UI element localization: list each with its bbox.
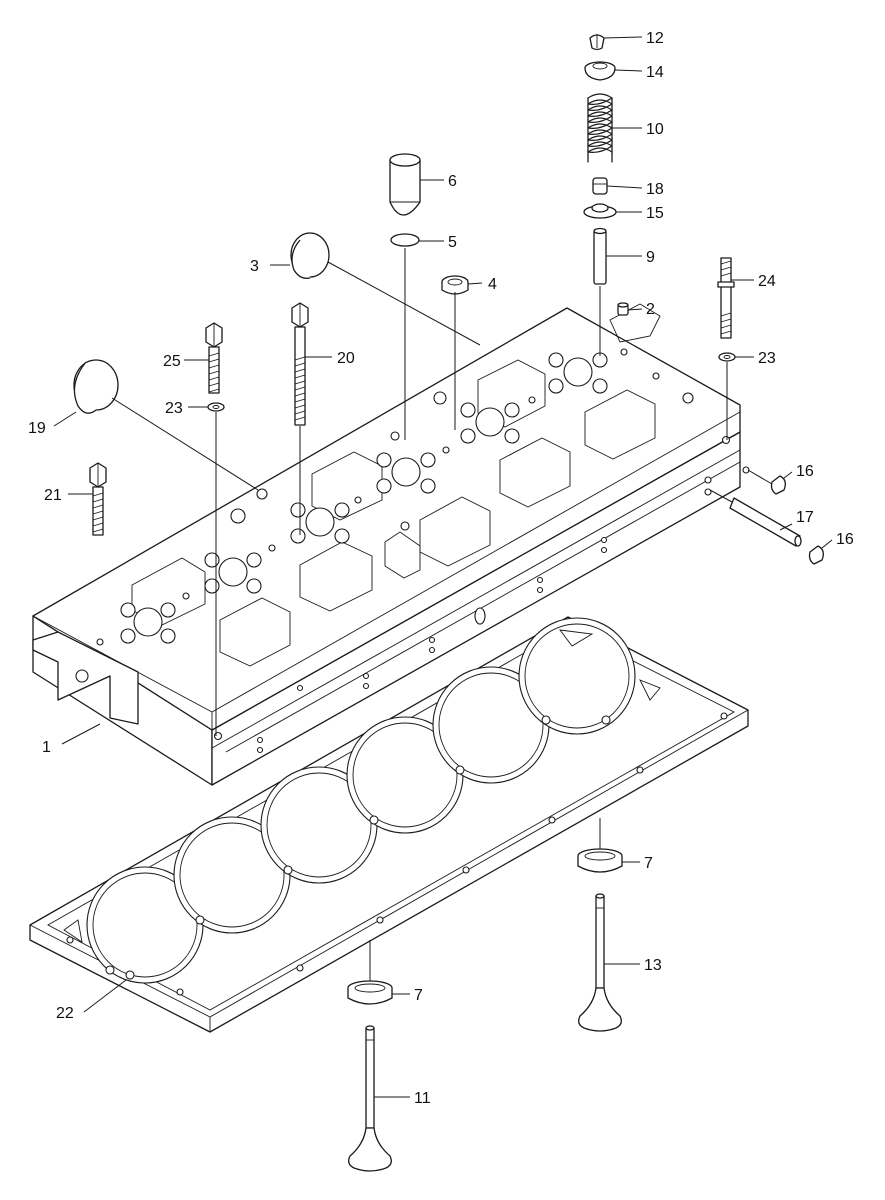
callout-leaders xyxy=(53,36,833,1098)
part-20-head-bolt xyxy=(291,302,309,426)
part-16-plug-lower xyxy=(808,545,824,565)
callout-1: 1 xyxy=(42,739,51,756)
callout-15: 15 xyxy=(646,205,664,222)
callout-9: 9 xyxy=(646,249,655,266)
valve-train-stack xyxy=(583,34,617,356)
callout-23-right: 23 xyxy=(758,350,776,367)
callout-11: 11 xyxy=(414,1090,431,1107)
part-7-valve-seat-right xyxy=(577,848,623,873)
callout-23-left: 23 xyxy=(165,400,183,417)
part-10-valve-spring xyxy=(587,93,613,163)
callout-3: 3 xyxy=(250,258,259,275)
cylinder-head xyxy=(32,303,750,786)
callout-7-right: 7 xyxy=(644,855,653,872)
part-16-plug-upper xyxy=(770,475,786,495)
callout-14: 14 xyxy=(646,64,664,81)
callout-7-left: 7 xyxy=(414,987,423,1004)
part-19-expansion-plug xyxy=(73,359,119,414)
part-11-intake-valve xyxy=(348,1025,392,1172)
part-2-dowel xyxy=(617,302,629,316)
callout-21: 21 xyxy=(44,487,62,504)
part-17-tube xyxy=(729,497,802,547)
callout-6: 6 xyxy=(448,173,457,190)
callout-10: 10 xyxy=(646,121,664,138)
callout-19: 19 xyxy=(28,420,46,437)
callout-20: 20 xyxy=(337,350,355,367)
part-7-valve-seat-left xyxy=(347,980,393,1005)
part-13-exhaust-valve xyxy=(578,893,622,1032)
part-21-bolt xyxy=(89,462,107,536)
part-23-washer-left xyxy=(207,402,225,412)
part-15-spring-seat xyxy=(583,203,617,219)
part-4-seal-cup xyxy=(441,275,469,295)
head-gasket xyxy=(29,616,749,1033)
part-25-bolt xyxy=(205,322,223,394)
misc-holes xyxy=(75,348,750,754)
callout-24: 24 xyxy=(758,273,776,290)
part-18-valve-stem-seal xyxy=(592,177,608,195)
part-5-o-ring xyxy=(390,233,420,247)
callout-labels: 1 2 3 4 5 6 7 7 9 10 11 12 13 14 15 16 1… xyxy=(28,30,854,1107)
part-9-valve-guide xyxy=(593,227,607,285)
callout-25: 25 xyxy=(163,353,181,370)
part-6-injector-sleeve xyxy=(389,153,421,216)
callout-12: 12 xyxy=(646,30,664,47)
callout-4: 4 xyxy=(488,276,497,293)
callout-18: 18 xyxy=(646,181,664,198)
part-14-spring-retainer xyxy=(584,61,616,81)
callout-5: 5 xyxy=(448,234,457,251)
part-24-stud xyxy=(717,257,735,339)
part-23-washer-right xyxy=(718,352,736,362)
callout-16-lower: 16 xyxy=(836,531,854,548)
callout-17: 17 xyxy=(796,509,814,526)
part-12-valve-keeper xyxy=(589,34,605,51)
callout-16-upper: 16 xyxy=(796,463,814,480)
callout-13: 13 xyxy=(644,957,662,974)
callout-2: 2 xyxy=(646,301,655,318)
part-3-expansion-plug xyxy=(290,232,330,279)
callout-22: 22 xyxy=(56,1005,74,1022)
